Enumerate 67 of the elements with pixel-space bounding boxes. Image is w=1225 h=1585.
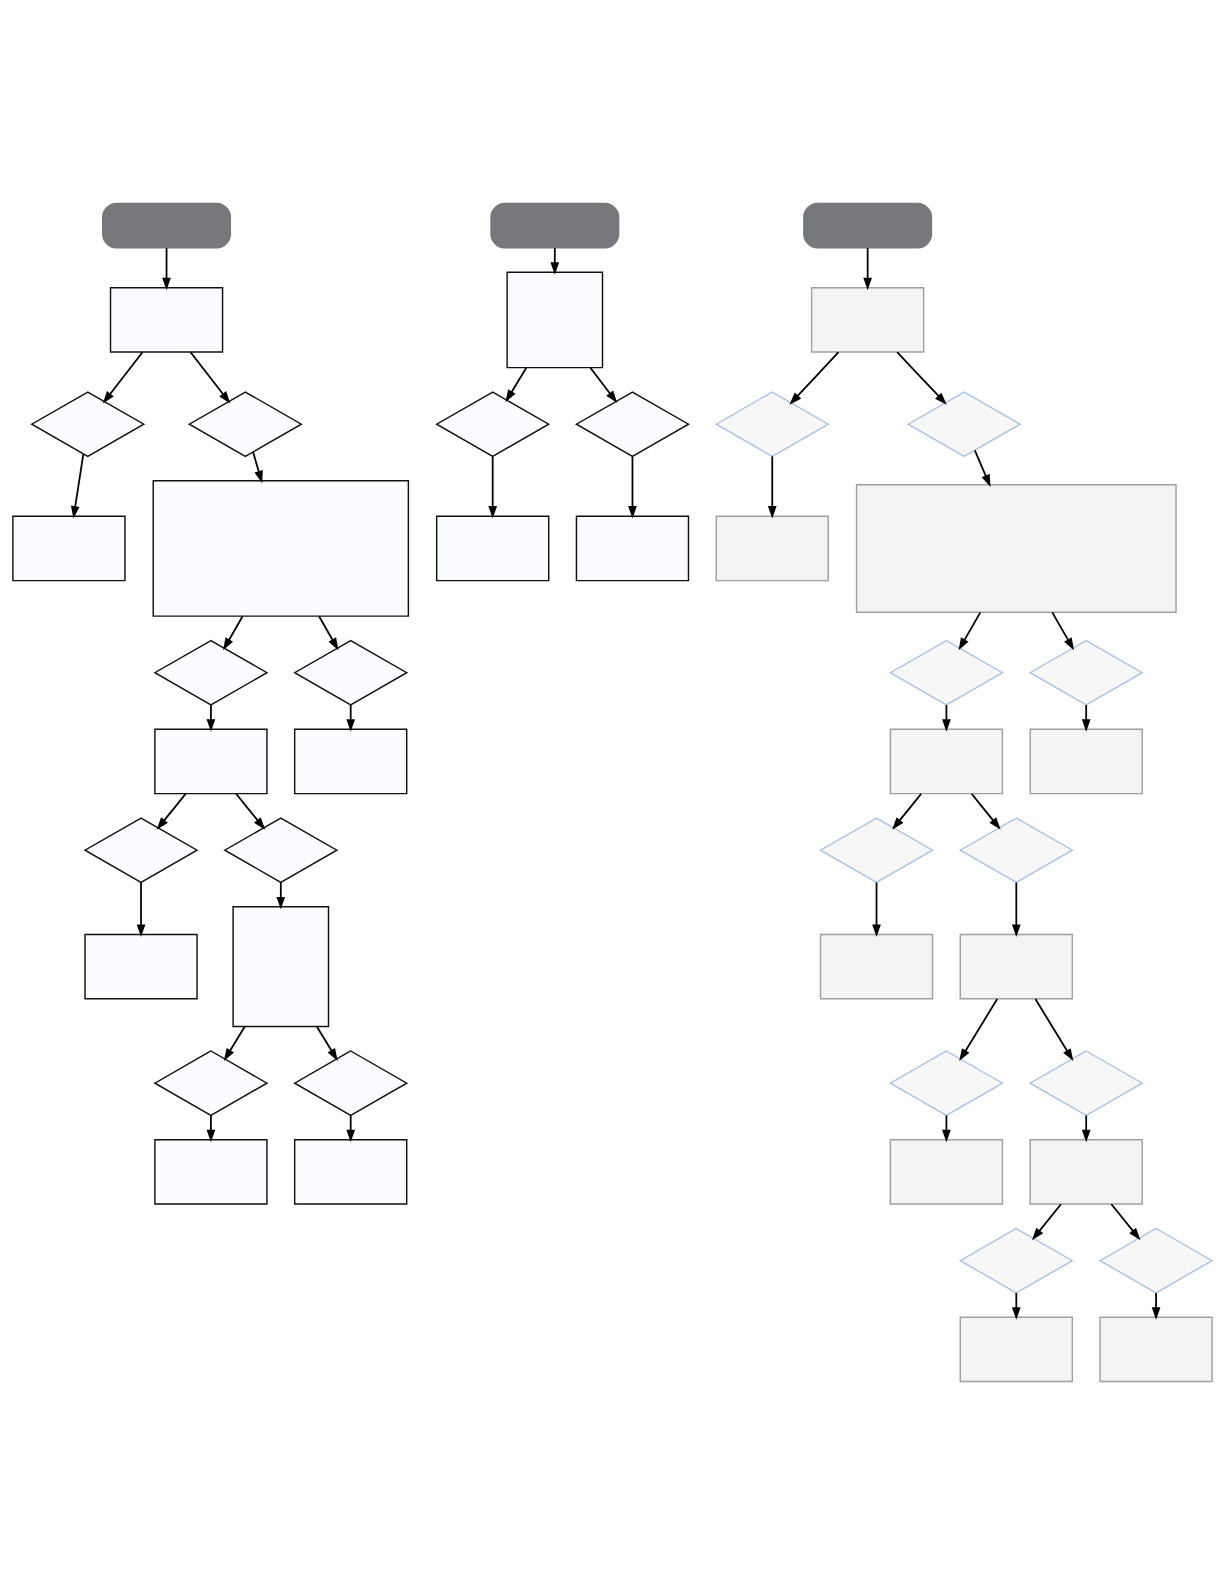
node-box: [154, 728, 268, 795]
arrow: [235, 792, 266, 830]
arrow: [973, 449, 991, 488]
arrow: [318, 615, 339, 651]
node-box: [232, 906, 330, 1028]
arrow: [223, 1025, 246, 1061]
arrow: [589, 367, 618, 404]
arrow: [863, 247, 872, 291]
node-box: [1029, 1139, 1143, 1205]
arrow: [206, 704, 216, 732]
arrow: [189, 351, 231, 404]
node-box: [84, 933, 198, 1000]
arrow: [896, 351, 947, 405]
arrow: [550, 247, 560, 275]
arrow: [1081, 704, 1091, 732]
node-box: [1099, 1316, 1213, 1383]
arrow: [102, 351, 144, 404]
arrow: [958, 611, 982, 651]
arrow: [136, 881, 146, 938]
arrow: [505, 367, 528, 403]
arrow: [315, 1025, 338, 1061]
node-oval: [490, 202, 620, 249]
node-box: [819, 933, 934, 1000]
arrow: [892, 792, 923, 830]
arrow: [1031, 1203, 1062, 1241]
arrow: [959, 998, 999, 1062]
arrow: [346, 1114, 356, 1143]
node-box: [855, 483, 1177, 613]
node-box: [109, 287, 224, 353]
node-box: [293, 1139, 408, 1205]
node-oval: [803, 202, 933, 249]
node-box: [889, 728, 1004, 795]
arrow: [276, 881, 286, 910]
arrow: [1081, 1114, 1091, 1143]
node-box: [889, 1139, 1004, 1205]
node-box: [435, 515, 550, 582]
arrow: [789, 351, 840, 405]
arrow: [628, 455, 637, 519]
node-box: [154, 1139, 268, 1205]
node-box: [715, 515, 829, 582]
arrow: [1051, 611, 1074, 651]
node-box: [293, 728, 408, 795]
arrow: [206, 1114, 216, 1143]
arrow: [872, 881, 881, 938]
arrow: [1034, 998, 1074, 1062]
node-oval: [102, 202, 232, 249]
node-box: [152, 480, 410, 617]
arrow: [1110, 1203, 1141, 1241]
node-box: [506, 271, 604, 369]
node-box: [959, 933, 1074, 1000]
arrow: [156, 792, 187, 830]
arrow: [70, 453, 85, 519]
arrow: [488, 455, 498, 519]
arrow: [252, 451, 263, 484]
arrow: [1011, 881, 1021, 938]
node-box: [1029, 728, 1143, 795]
node-box: [12, 515, 126, 582]
arrow: [162, 247, 171, 291]
arrow: [223, 615, 244, 651]
arrow: [1151, 1292, 1161, 1320]
arrow: [1011, 1292, 1021, 1320]
node-box: [959, 1316, 1074, 1383]
node-box: [810, 287, 925, 353]
arrow: [346, 704, 356, 732]
arrow: [970, 792, 1001, 830]
arrow: [767, 455, 777, 519]
node-box: [575, 515, 690, 582]
